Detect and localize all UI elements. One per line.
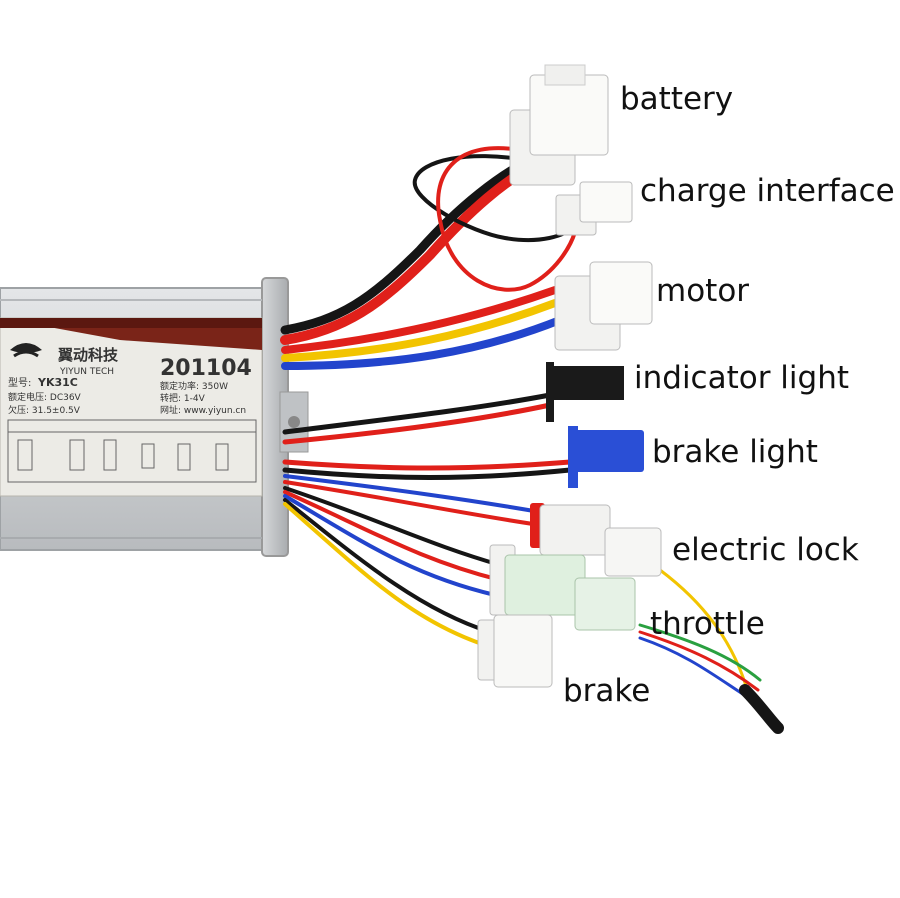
label-throttle: throttle <box>650 606 765 642</box>
rated-power: 额定功率: 350W <box>160 380 228 392</box>
charge-interface-connector <box>555 181 633 236</box>
brand-name-en: YIYUN TECH <box>59 367 114 377</box>
rated-voltage: 额定电压: DC36V <box>8 391 82 403</box>
controller-label-sticker: 翼动科技 YIYUN TECH 型号: YK31C 201104 额定电压: D… <box>0 317 263 497</box>
throttle-connector <box>489 544 636 631</box>
model-prefix: 型号: <box>8 376 31 389</box>
wire-harness <box>280 146 784 734</box>
indicator-light-connector <box>546 362 624 422</box>
throttle-range: 转把: 1-4V <box>160 392 206 404</box>
label-brake-light: brake light <box>652 434 818 470</box>
electric-lock-connector <box>530 503 662 577</box>
label-motor: motor <box>656 273 750 309</box>
wiring-diagram <box>7 419 257 483</box>
brake-connector <box>477 614 553 688</box>
battery-connector <box>509 64 609 186</box>
serial-number: 201104 <box>160 356 252 381</box>
model-number: YK31C <box>37 376 78 389</box>
brand-name-cn: 翼动科技 <box>57 346 119 364</box>
label-charge-interface: charge interface <box>640 173 895 209</box>
label-battery: battery <box>620 81 734 117</box>
brake-light-connector <box>568 426 644 488</box>
label-brake: brake <box>563 673 651 709</box>
undervoltage: 欠压: 31.5±0.5V <box>8 404 81 416</box>
website: 网址: www.yiyun.cn <box>160 404 246 416</box>
motor-connector <box>554 261 653 351</box>
label-indicator-light: indicator light <box>634 360 850 396</box>
label-electric-lock: electric lock <box>672 532 859 568</box>
brand-logo <box>10 343 42 358</box>
